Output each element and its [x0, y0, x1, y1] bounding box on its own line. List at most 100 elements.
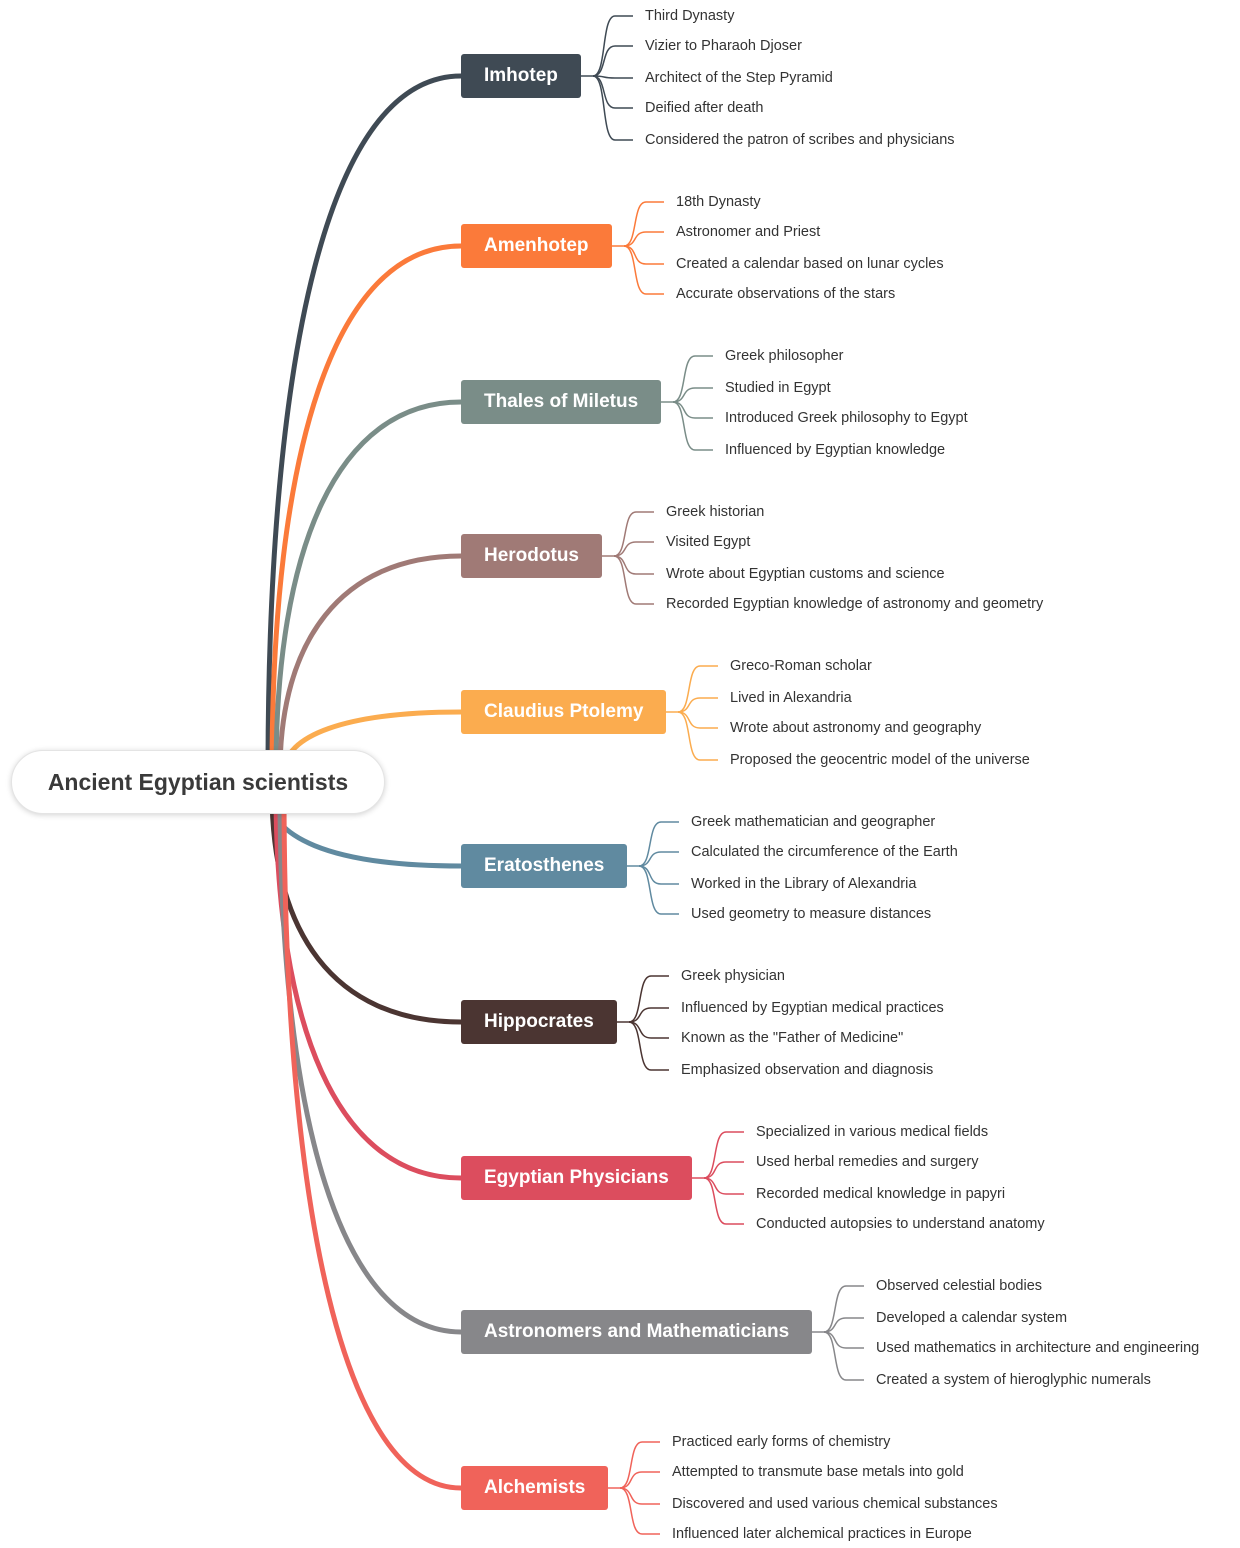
leaf-topic[interactable]: Considered the patron of scribes and phy…	[645, 132, 955, 148]
leaf-connector	[677, 711, 718, 761]
trunk-line-imhotep	[265, 73, 464, 775]
leaf-topic[interactable]: Recorded medical knowledge in papyri	[756, 1186, 1006, 1202]
leaf-connector	[823, 1317, 864, 1333]
leaf-connector	[677, 711, 718, 729]
branch-egyptian-physicians[interactable]: Egyptian Physicians	[461, 1156, 692, 1200]
leaf-connector	[613, 541, 654, 557]
leaf-topic[interactable]: Astronomer and Priest	[676, 224, 821, 240]
leaf-topic[interactable]: Deified after death	[645, 100, 764, 116]
leaf-topic[interactable]: Specialized in various medical fields	[756, 1124, 989, 1140]
leaf-connector	[613, 555, 654, 605]
leaf-connector	[619, 1471, 660, 1489]
leaf-topic[interactable]: Calculated the circumference of the Eart…	[691, 844, 958, 860]
leaf-connector	[619, 1441, 660, 1489]
branch-amenhotep[interactable]: Amenhotep	[461, 224, 612, 268]
leaf-topic[interactable]: Greek mathematician and geographer	[691, 814, 936, 830]
leaf-topic[interactable]: Influenced by Egyptian medical practices	[681, 1000, 944, 1016]
leaf-connector	[592, 45, 633, 77]
leaf-topic[interactable]: Influenced later alchemical practices in…	[672, 1526, 972, 1542]
leaf-topic[interactable]: Practiced early forms of chemistry	[672, 1434, 891, 1450]
leaf-connector	[623, 245, 664, 295]
leaf-topic[interactable]: Developed a calendar system	[876, 1310, 1068, 1326]
leaf-connector	[823, 1331, 864, 1349]
trunk-line-hippocrates	[269, 789, 464, 1025]
branch-astronomers-and-mathematicians[interactable]: Astronomers and Mathematicians	[461, 1310, 813, 1354]
leaf-connector	[619, 1487, 660, 1535]
leaf-connector	[623, 231, 664, 247]
leaf-connector	[703, 1161, 744, 1179]
leaf-topic[interactable]: Architect of the Step Pyramid	[645, 70, 833, 86]
leaf-topic[interactable]: Introduced Greek philosophy to Egypt	[725, 410, 968, 426]
leaf-topic[interactable]: Greek historian	[666, 504, 765, 520]
leaf-topic[interactable]: Vizier to Pharaoh Djoser	[645, 38, 802, 54]
leaf-topic[interactable]: Attempted to transmute base metals into …	[672, 1464, 964, 1480]
leaf-topic[interactable]: Greek philosopher	[725, 348, 844, 364]
leaf-topic[interactable]: Observed celestial bodies	[876, 1278, 1043, 1294]
leaf-connector	[592, 15, 633, 77]
branch-hippocrates[interactable]: Hippocrates	[461, 1000, 617, 1044]
leaf-topic[interactable]: Wrote about astronomy and geography	[730, 720, 982, 736]
leaf-connector	[638, 865, 679, 915]
branch-herodotus[interactable]: Herodotus	[461, 534, 602, 578]
leaf-topic[interactable]: 18th Dynasty	[676, 194, 761, 210]
leaf-connector	[628, 1007, 669, 1023]
leaf-connector	[672, 355, 713, 403]
leaf-topic[interactable]: Known as the "Father of Medicine"	[681, 1030, 904, 1046]
leaf-connector	[703, 1131, 744, 1179]
leaf-connector	[638, 821, 679, 867]
leaf-connector	[823, 1331, 864, 1381]
leaf-topic[interactable]: Conducted autopsies to understand anatom…	[756, 1216, 1045, 1232]
leaf-connector	[613, 555, 654, 575]
leaf-connector	[592, 75, 633, 141]
leaf-connector	[623, 201, 664, 247]
leaf-connector	[672, 387, 713, 403]
trunk-line-amenhotep	[269, 243, 464, 775]
leaf-topic[interactable]: Accurate observations of the stars	[676, 286, 896, 302]
leaf-connector	[628, 1021, 669, 1039]
trunk-line-egyptian-physicians	[273, 789, 464, 1181]
leaf-topic[interactable]: Lived in Alexandria	[730, 690, 852, 706]
leaf-topic[interactable]: Visited Egypt	[666, 534, 751, 550]
trunk-line-thales-of-miletus	[273, 399, 464, 775]
leaf-connector	[677, 665, 718, 713]
leaf-topic[interactable]: Worked in the Library of Alexandria	[691, 876, 917, 892]
leaf-connector	[623, 245, 664, 265]
leaf-connector	[638, 851, 679, 867]
leaf-topic[interactable]: Recorded Egyptian knowledge of astronomy…	[666, 596, 1044, 612]
leaf-topic[interactable]: Greco-Roman scholar	[730, 658, 872, 674]
leaf-connector	[592, 75, 633, 79]
leaf-topic[interactable]: Used geometry to measure distances	[691, 906, 932, 922]
leaf-topic[interactable]: Third Dynasty	[645, 8, 735, 24]
branch-imhotep[interactable]: Imhotep	[461, 54, 581, 98]
branch-claudius-ptolemy[interactable]: Claudius Ptolemy	[461, 690, 667, 734]
leaf-topic[interactable]: Emphasized observation and diagnosis	[681, 1062, 934, 1078]
central-topic[interactable]: Ancient Egyptian scientists	[11, 750, 385, 814]
leaf-topic[interactable]: Used herbal remedies and surgery	[756, 1154, 979, 1170]
leaf-topic[interactable]: Wrote about Egyptian customs and science	[666, 566, 945, 582]
branch-thales-of-miletus[interactable]: Thales of Miletus	[461, 380, 662, 424]
leaf-connector	[823, 1285, 864, 1333]
leaf-connector	[628, 975, 669, 1023]
leaf-topic[interactable]: Created a calendar based on lunar cycles	[676, 256, 944, 272]
leaf-connector	[619, 1487, 660, 1505]
leaf-topic[interactable]: Created a system of hieroglyphic numeral…	[876, 1372, 1151, 1388]
leaf-connector	[613, 511, 654, 557]
leaf-topic[interactable]: Used mathematics in architecture and eng…	[876, 1340, 1200, 1356]
branch-alchemists[interactable]: Alchemists	[461, 1466, 609, 1510]
leaf-connector	[703, 1177, 744, 1225]
leaf-topic[interactable]: Proposed the geocentric model of the uni…	[730, 752, 1030, 768]
branch-eratosthenes[interactable]: Eratosthenes	[461, 844, 628, 888]
leaf-connector	[672, 401, 713, 419]
leaf-topic[interactable]: Greek physician	[681, 968, 785, 984]
leaf-connector	[628, 1021, 669, 1071]
leaf-topic[interactable]: Discovered and used various chemical sub…	[672, 1496, 998, 1512]
leaf-topic[interactable]: Studied in Egypt	[725, 380, 831, 396]
trunk-line-astronomers-and-mathematicians	[277, 789, 464, 1335]
trunk-line-herodotus	[277, 553, 464, 775]
leaf-connector	[672, 401, 713, 451]
leaf-topic[interactable]: Influenced by Egyptian knowledge	[725, 442, 946, 458]
leaf-connector	[703, 1177, 744, 1195]
trunk-line-alchemists	[281, 789, 464, 1491]
